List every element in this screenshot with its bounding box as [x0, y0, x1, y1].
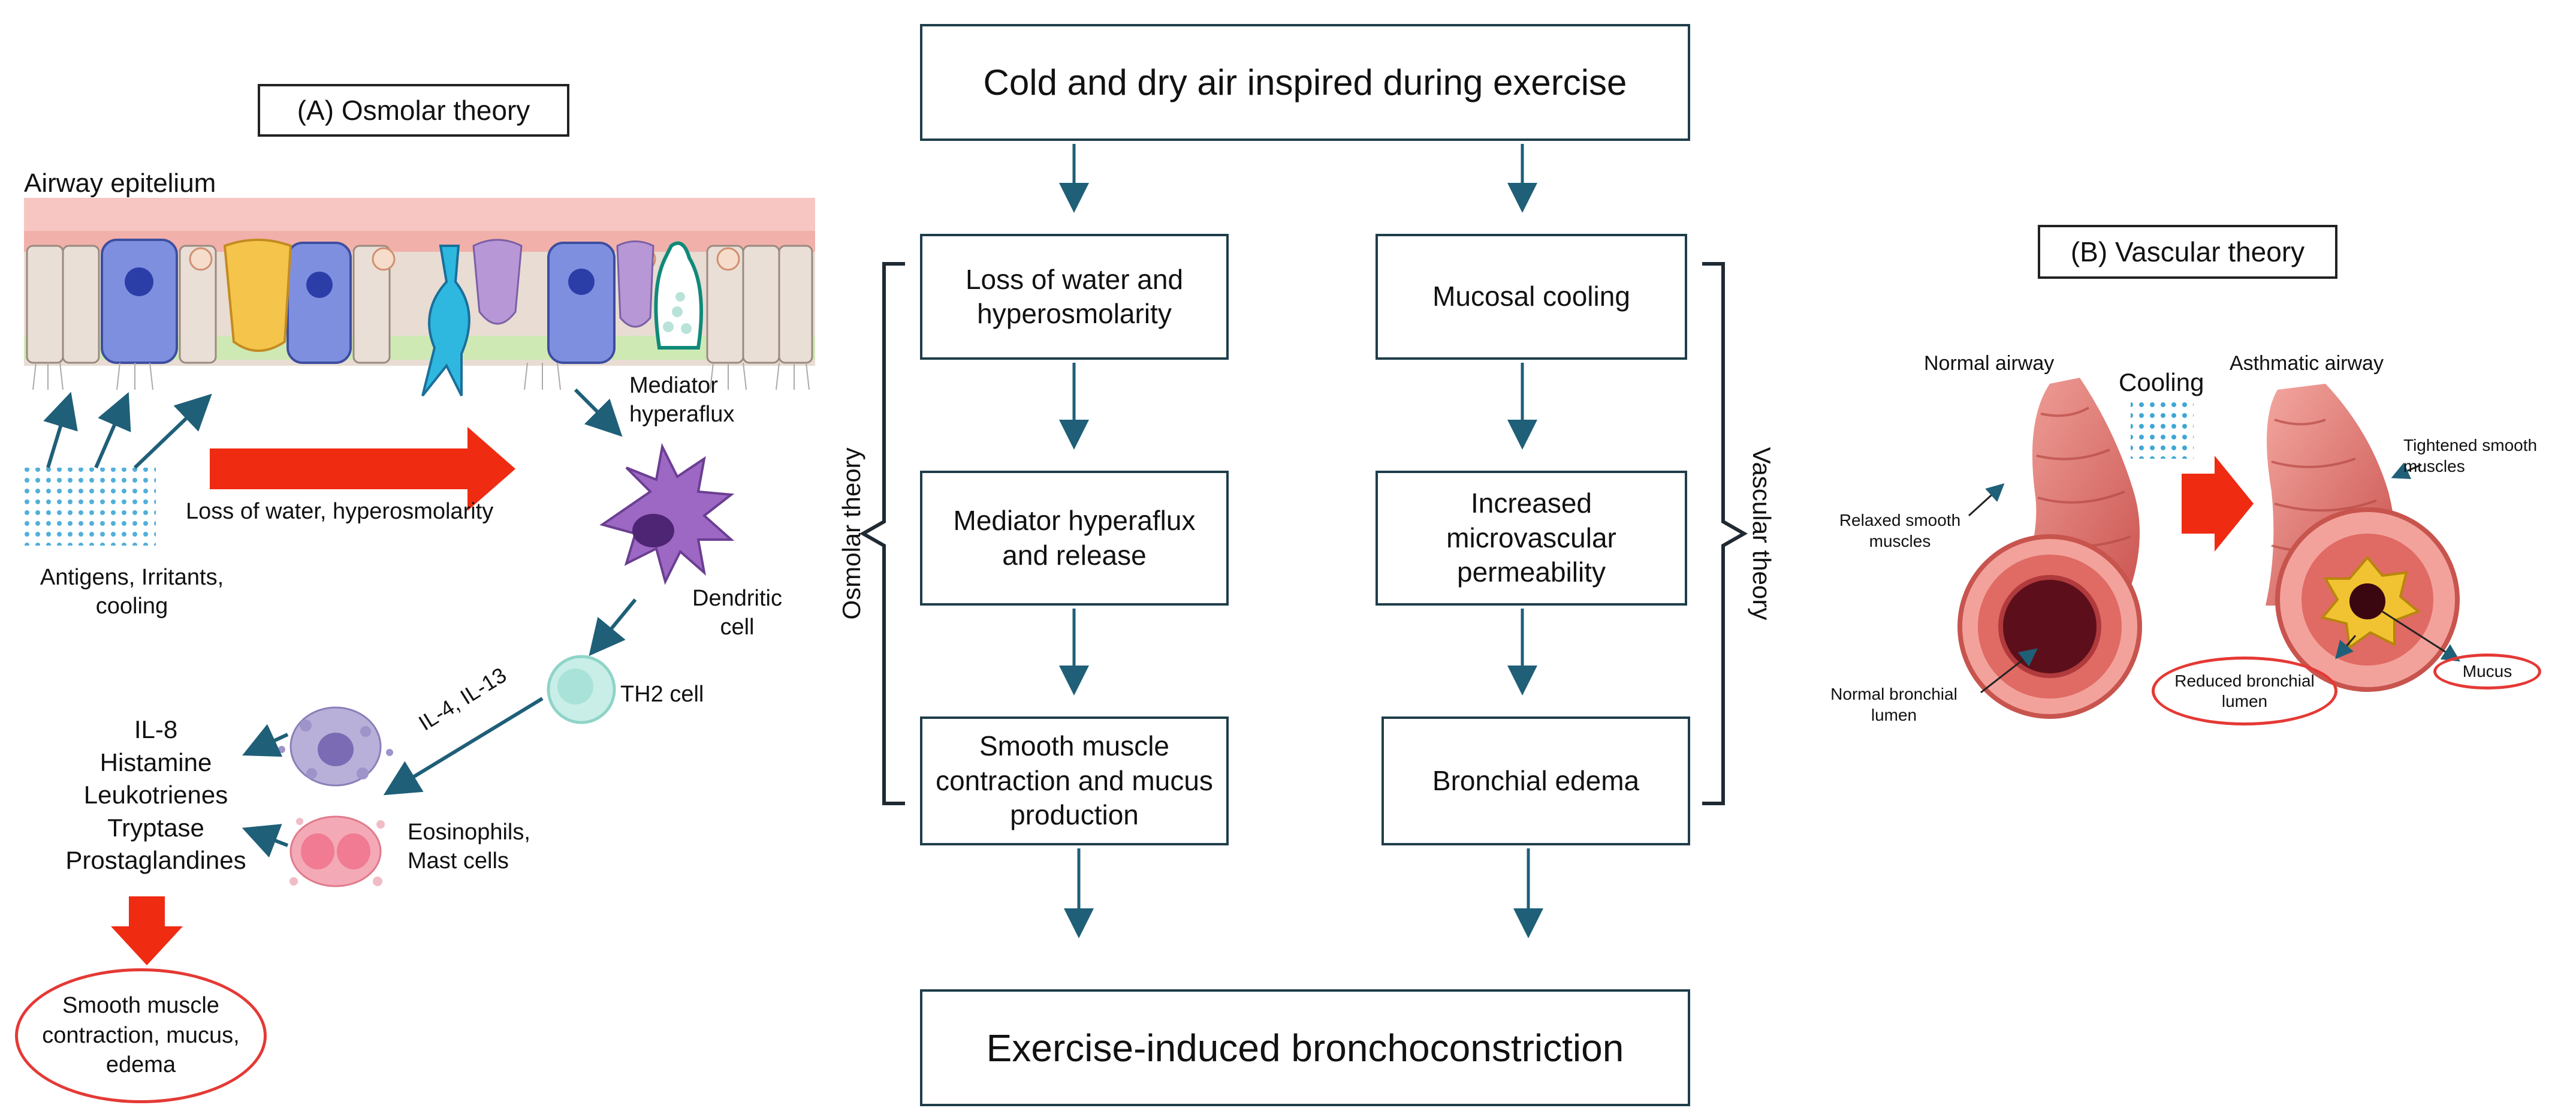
antigens-label: Antigens, Irritants, cooling — [40, 565, 224, 619]
flow-left-step-2: Mediator hyperaflux and release — [920, 471, 1229, 606]
loss-of-water-arrow — [210, 427, 515, 511]
flow-right-step-3: Bronchial edema — [1381, 716, 1690, 845]
cooling-droplets — [2131, 402, 2194, 459]
flow-left-step-1: Loss of water and hyperosmolarity — [920, 234, 1229, 360]
osmolar-brace — [859, 262, 905, 805]
dendritic-cell-label: Dendritic cell — [692, 586, 782, 640]
mediator-down-arrow — [111, 896, 183, 965]
osmolar-panel-title: (A) Osmolar theory — [258, 84, 569, 137]
osmolar-outcome-text: Smooth muscle contraction, mucus, edema — [42, 993, 240, 1078]
antigen-droplets — [24, 468, 156, 546]
flow-right-step-1: Mucosal cooling — [1376, 234, 1687, 360]
cooling-label: Cooling — [2119, 368, 2204, 396]
flow-right-step-2: Increased microvascular permeability — [1376, 471, 1687, 606]
flow-arrows — [1059, 144, 1543, 938]
loss-of-water-label: Loss of water, hyperosmolarity — [186, 499, 494, 524]
cooling-red-arrow — [2182, 456, 2254, 552]
antigen-arrows — [43, 392, 212, 469]
mediator-item: Prostaglandines — [65, 846, 246, 875]
tightened-muscles-label: Tightened smooth muscles — [2403, 436, 2538, 475]
pointer-lines — [1968, 462, 2461, 694]
vascular-brace — [1702, 262, 1748, 805]
dendritic-cell-illustration — [599, 442, 735, 585]
mediator-hyperaflux-label: Mediator hyperaflux — [629, 373, 735, 427]
mucus-label: Mucus — [2462, 662, 2512, 681]
mediator-list: IL-8 Histamine Leukotrienes Tryptase Pro… — [42, 713, 270, 877]
epithelium-illustration — [24, 198, 815, 397]
flow-left-step-3: Smooth muscle contraction and mucus prod… — [920, 716, 1229, 845]
asthmatic-airway-label: Asthmatic airway — [2230, 352, 2384, 375]
osmolar-outcome: Smooth muscle contraction, mucus, edema — [15, 968, 267, 1103]
mediator-item: Leukotrienes — [83, 781, 228, 809]
mediator-item: Histamine — [99, 748, 212, 776]
flow-bottom-box: Exercise-induced bronchoconstriction — [920, 989, 1690, 1106]
epithelium-label: Airway epitelium — [24, 168, 216, 198]
vascular-brace-label: Vascular theory — [1748, 447, 1776, 621]
mediator-item: Tryptase — [107, 813, 204, 842]
th2-cell-illustration — [547, 655, 616, 724]
reduced-lumen-label: Reduced bronchial lumen — [2174, 671, 2315, 710]
eosinophils-label: Eosinophils, Mast cells — [408, 820, 530, 874]
relaxed-muscles-label: Relaxed smooth muscles — [1839, 511, 1961, 550]
eosinophil-illustration — [289, 815, 385, 887]
th2-cell-label: TH2 cell — [620, 682, 704, 707]
vascular-panel-title: (B) Vascular theory — [2038, 225, 2337, 279]
normal-lumen-label: Normal bronchial lumen — [1830, 685, 1957, 724]
flow-top-box: Cold and dry air inspired during exercis… — [920, 24, 1690, 141]
reduced-lumen-ellipse: Reduced bronchial lumen — [2152, 657, 2337, 725]
mucus-ellipse: Mucus — [2433, 654, 2541, 690]
mediator-item: IL-8 — [134, 715, 178, 743]
basophil-illustration — [278, 706, 393, 787]
normal-airway-illustration — [1957, 378, 2142, 719]
asthmatic-airway-illustration — [2266, 384, 2460, 692]
normal-airway-label: Normal airway — [1924, 352, 2055, 375]
osmolar-brace-label: Osmolar theory — [837, 447, 865, 620]
